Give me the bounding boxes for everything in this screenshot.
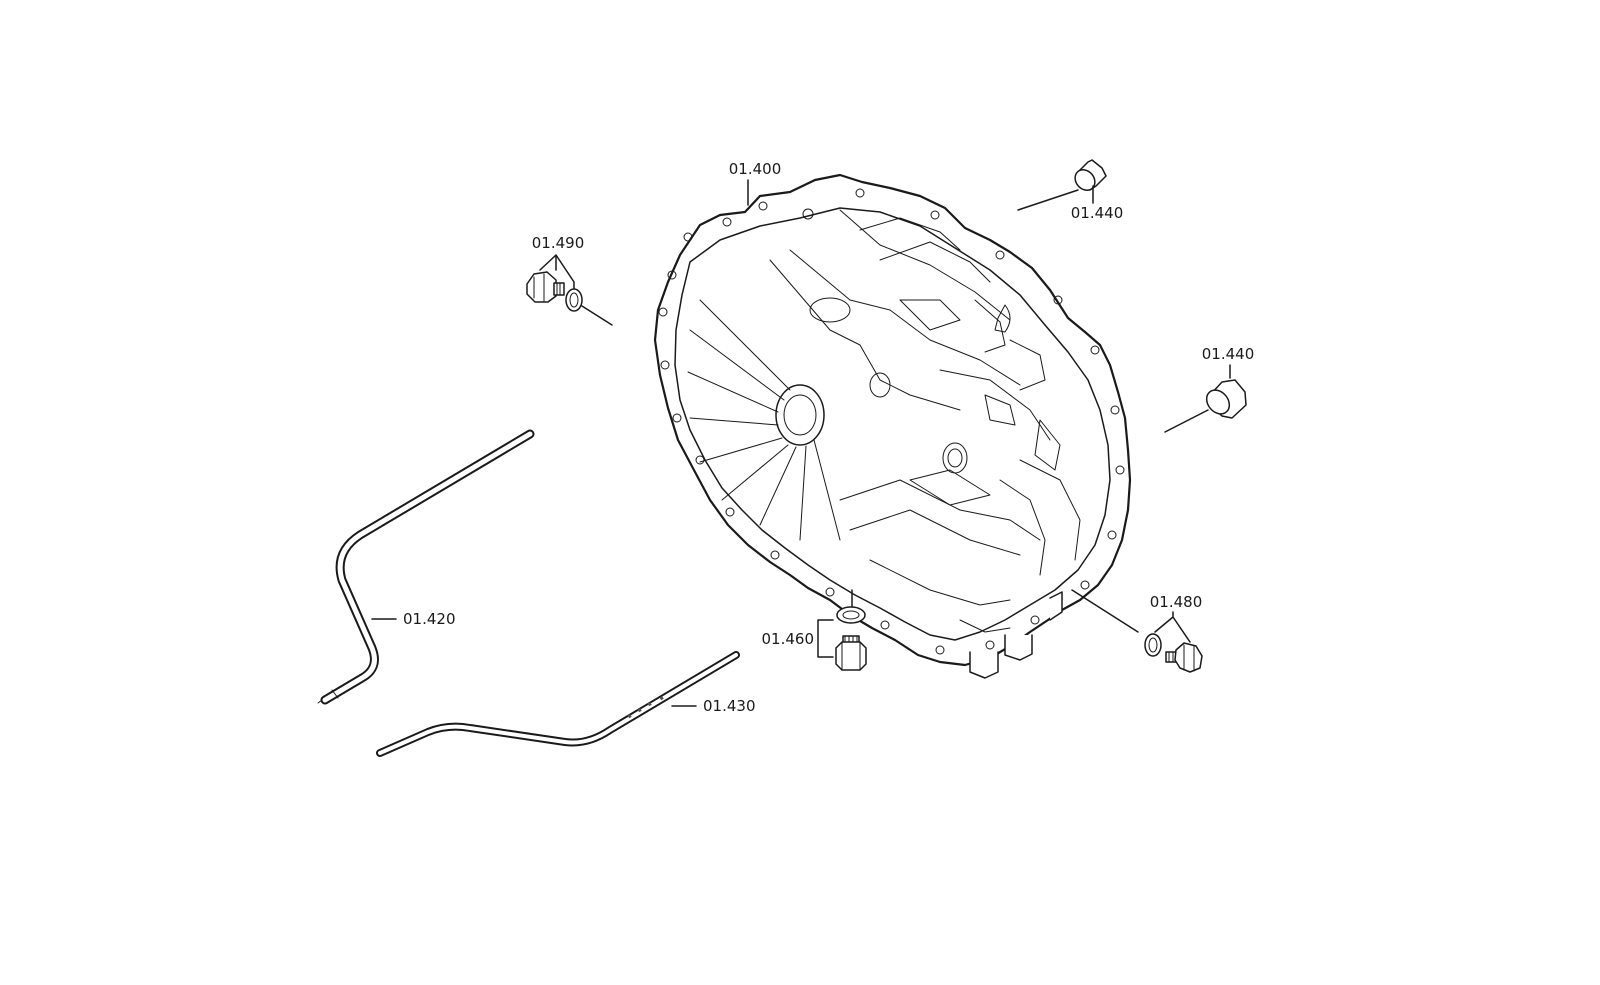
- drain-plug-seal-ring: [836, 606, 866, 624]
- housing-upper-casting: [769, 209, 1061, 474]
- plug-left-seal-ring: [565, 288, 583, 312]
- label-01-480: 01.480: [1150, 593, 1203, 611]
- drain-plug-part[interactable]: 01.460: [762, 589, 867, 671]
- housing-inner-flange: [674, 207, 1111, 641]
- plug-right-leader: [1071, 589, 1139, 633]
- plug-right-part[interactable]: 01.480: [1071, 589, 1203, 673]
- tube-bottom-part[interactable]: 01.430: [376, 651, 756, 757]
- sleeve-top-part[interactable]: 01.440: [1017, 159, 1124, 222]
- housing-lower-casting: [839, 459, 1081, 633]
- label-01-440-right: 01.440: [1202, 345, 1255, 363]
- housing-ribs: [687, 299, 841, 541]
- flange-bolt-holes: [658, 188, 1125, 655]
- plug-left-leader: [581, 305, 613, 326]
- plug-right-callout-bracket: [1154, 611, 1191, 643]
- drain-plug-callout-bracket: [817, 619, 834, 658]
- label-01-430: 01.430: [703, 697, 756, 715]
- sleeve-right-part[interactable]: 01.440: [1164, 345, 1255, 433]
- plug-left-callout-bracket: [539, 254, 575, 289]
- tube-bottom-marks: [627, 696, 664, 719]
- label-01-420: 01.420: [403, 610, 456, 628]
- housing-outline: [653, 173, 1132, 667]
- drain-plug-bolt: [835, 635, 867, 671]
- label-01-440-top: 01.440: [1071, 204, 1124, 222]
- sleeve-top-leader: [1017, 189, 1079, 211]
- housing-callout: 01.400: [729, 160, 782, 206]
- plug-left-bolt: [526, 271, 565, 303]
- label-01-400: 01.400: [729, 160, 782, 178]
- plug-right-bolt: [1165, 642, 1203, 673]
- housing-part[interactable]: [653, 173, 1132, 679]
- sleeve-right-leader: [1164, 409, 1209, 433]
- plug-left-part[interactable]: 01.490: [526, 234, 613, 326]
- label-01-490: 01.490: [532, 234, 585, 252]
- tube-left-part[interactable]: 01.420: [317, 429, 535, 705]
- housing-bearing-bore: [775, 384, 825, 446]
- plug-right-seal-ring: [1144, 633, 1162, 657]
- housing-feet: [969, 591, 1063, 679]
- label-01-460: 01.460: [762, 630, 815, 648]
